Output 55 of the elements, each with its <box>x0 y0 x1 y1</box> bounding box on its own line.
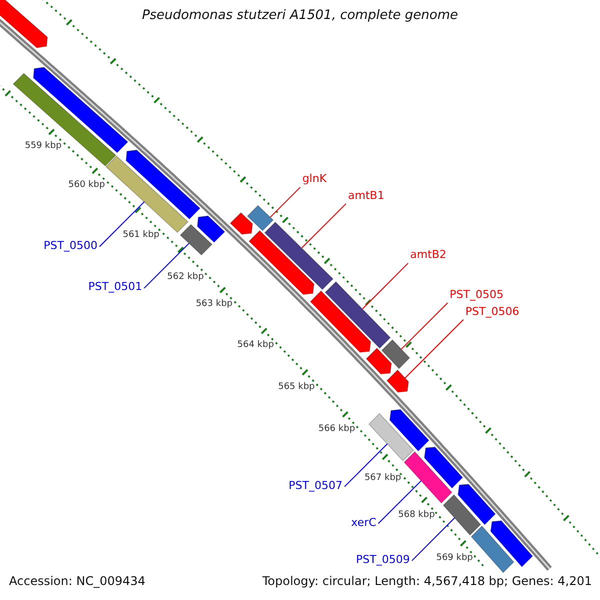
gene-label: PST_0505 <box>450 288 504 302</box>
gene-block <box>12 72 116 166</box>
pointed-gene-block <box>248 230 314 295</box>
scale-label: 560 kbp <box>68 180 105 190</box>
gene-label: PST_0500 <box>44 240 98 252</box>
gene-label: amtB2 <box>410 249 446 262</box>
pointed-gene-block <box>366 348 392 374</box>
pointed-gene-block <box>389 409 430 452</box>
footer-text: Topology: circular; Length: 4,567,418 bp; Genes: 4,201 <box>262 575 592 589</box>
leader-line <box>344 443 388 488</box>
pointed-gene-block <box>490 520 534 568</box>
leader-line <box>270 186 301 218</box>
leader-line <box>301 203 346 248</box>
gene-block <box>368 412 414 462</box>
scale-label: 569 kbp <box>436 552 473 563</box>
leader-line <box>362 262 409 310</box>
pointed-gene-block <box>230 212 253 235</box>
footer-text: Accession: NC_009434 <box>9 575 146 589</box>
leader-line <box>144 242 190 289</box>
gene-label: PST_0501 <box>88 281 142 294</box>
scale-label: 565 kbp <box>278 381 315 392</box>
title: Pseudomonas stutzeri A1501, complete genome <box>140 9 460 24</box>
scale-label: 564 kbp <box>237 340 274 350</box>
scale-label: 563 kbp <box>196 298 233 310</box>
leader-line <box>99 201 145 248</box>
pointed-gene-block <box>126 150 201 220</box>
scale-label: 562 kbp <box>167 271 204 282</box>
pointed-gene-block <box>386 369 409 393</box>
scale-label: 568 kbp <box>398 510 435 520</box>
gene-block <box>404 451 452 504</box>
gene-block <box>470 525 514 574</box>
gene-label: PST_0507 <box>288 480 342 492</box>
scale-label: 566 kbp <box>318 423 356 434</box>
pointed-gene-block <box>0 0 48 48</box>
leader-line <box>378 480 422 524</box>
scale-label: 567 kbp <box>364 472 402 484</box>
gene-label: PST_0506 <box>465 306 520 318</box>
scale-label: 559 kbp <box>24 140 62 152</box>
gene-block <box>324 281 391 349</box>
leader-line <box>404 319 464 378</box>
pointed-gene-block <box>310 290 372 353</box>
gene-label: PST_0509 <box>356 554 410 566</box>
leader-line <box>400 302 448 350</box>
pointed-gene-block <box>196 215 226 243</box>
gene-block <box>180 224 213 256</box>
gene-label: xerC <box>351 516 376 530</box>
scale-label: 561 kbp <box>122 230 160 240</box>
gene-block <box>381 339 410 370</box>
pointed-gene-block <box>458 484 496 526</box>
gene-label: amtB1 <box>348 190 384 202</box>
leader-line <box>411 517 456 562</box>
gene-block <box>264 222 334 290</box>
gene-label: glnK <box>302 173 327 186</box>
gene-block <box>442 494 482 536</box>
pointed-gene-block <box>424 446 464 489</box>
